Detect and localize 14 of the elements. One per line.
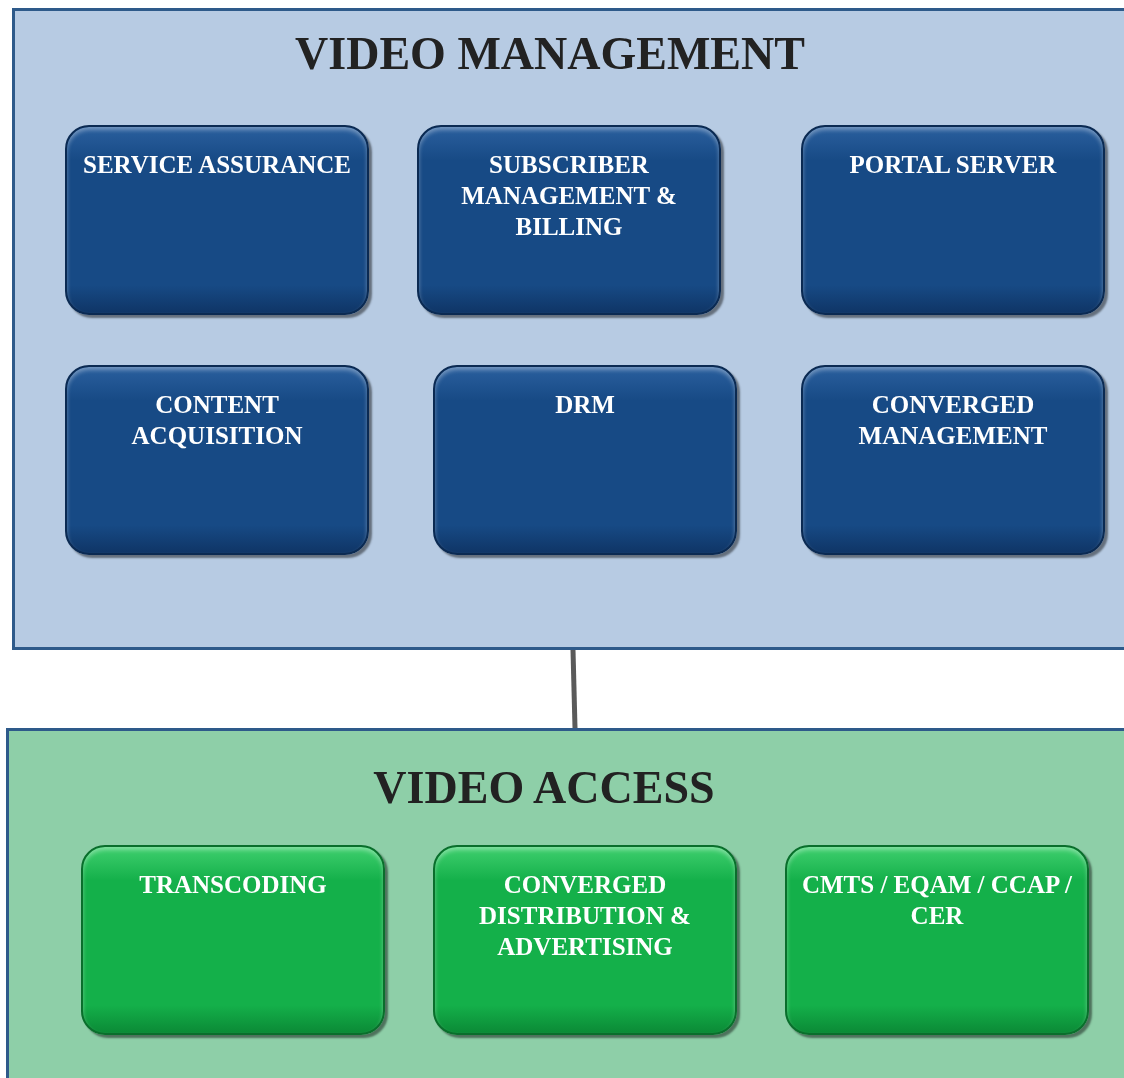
component-box: CONVERGED MANAGEMENT <box>801 365 1105 555</box>
component-box: DRM <box>433 365 737 555</box>
component-box: SERVICE ASSURANCE <box>65 125 369 315</box>
component-box: SUBSCRIBER MANAGEMENT & BILLING <box>417 125 721 315</box>
video-management-panel <box>12 8 1124 650</box>
component-box: CONVERGED DISTRIBUTION & ADVERTISING <box>433 845 737 1035</box>
connector-line <box>570 649 578 729</box>
component-box: CONTENT ACQUISITION <box>65 365 369 555</box>
component-box: TRANSCODING <box>81 845 385 1035</box>
video-access-panel <box>6 728 1124 1078</box>
component-box: CMTS / EQAM / CCAP / CER <box>785 845 1089 1035</box>
component-box: PORTAL SERVER <box>801 125 1105 315</box>
panel-title: VIDEO ACCESS <box>372 761 716 814</box>
panel-title: VIDEO MANAGEMENT <box>294 27 806 80</box>
